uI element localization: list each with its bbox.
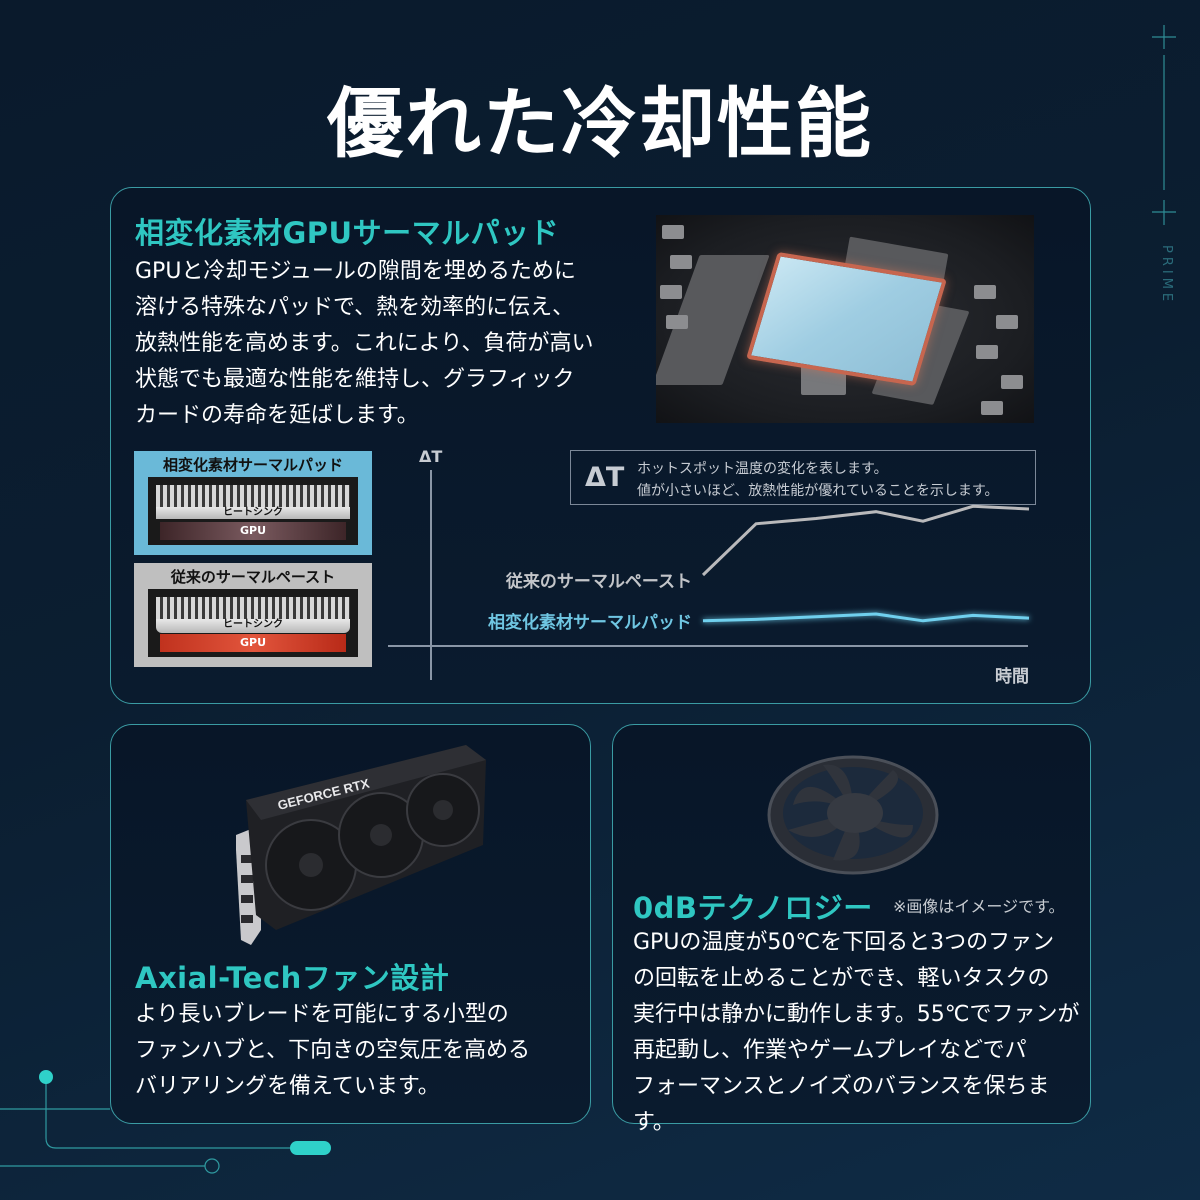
description-line: 再起動し、作業やゲームプレイなどでパ	[633, 1038, 1027, 1063]
heatsink-fins	[156, 597, 350, 619]
fan-photo	[767, 755, 939, 875]
description-line: 放熱性能を高めます。これにより、負荷が高い	[135, 331, 594, 356]
zero-db-heading: 0dBテクノロジー	[633, 891, 873, 925]
line-chart	[701, 504, 1030, 623]
brand-side-label: PRIME	[1159, 245, 1174, 306]
description-line: ファンハブと、下向きの空気圧を高める	[135, 1038, 531, 1063]
description-line: カードの寿命を延ばします。	[135, 403, 419, 428]
crosshair-decoration	[1152, 25, 1176, 225]
thermal-pad-card: 相変化素材GPUサーマルパッド GPUと冷却モジュールの隙間を埋めるために 溶け…	[110, 187, 1091, 704]
description-line: より長いブレードを可能にする小型の	[135, 1002, 509, 1027]
description-line: 状態でも最適な性能を維持し、グラフィック	[135, 367, 575, 392]
description-line: 実行中は静かに動作します。55℃でファンが	[633, 1002, 1080, 1027]
legend-text: ホットスポット温度の変化を表します。	[637, 461, 888, 477]
zero-db-card: 0dBテクノロジー ※画像はイメージです。 GPUの温度が50℃を下回ると3つの…	[612, 724, 1091, 1135]
delta-t-legend: ΔT ホットスポット温度の変化を表します。 値が小さいほど、放熱性能が優れている…	[570, 450, 1036, 505]
heatsink-label: ヒートシンク	[156, 507, 350, 519]
axial-tech-card: GEFORCE RTX Axial-Techファン設計 より長いブレードを可能に…	[110, 724, 591, 1124]
thermal-paste-diagram: 従来のサーマルペースト ヒートシンク GPU	[134, 563, 372, 667]
page-title: 優れた冷却性能	[327, 79, 873, 168]
image-disclaimer: ※画像はイメージです。	[893, 897, 1065, 916]
circuit-decoration	[0, 1070, 331, 1174]
pad-series-line	[702, 612, 1030, 623]
series-label-paste: 従来のサーマルペースト	[505, 572, 692, 592]
description-line: バリアリングを備えています。	[135, 1074, 440, 1099]
axial-tech-heading: Axial-Techファン設計	[135, 961, 450, 995]
description-line: GPUと冷却モジュールの隙間を埋めるために	[135, 259, 576, 284]
x-axis	[388, 645, 1028, 647]
axial-tech-description: より長いブレードを可能にする小型の ファンハブと、下向きの空気圧を高める バリア…	[135, 997, 575, 1105]
paste-series-line	[701, 504, 1030, 577]
x-axis-label: 時間	[995, 667, 1029, 687]
diagram-title: 相変化素材サーマルパッド	[162, 456, 343, 474]
gpu-die-photo	[656, 215, 1034, 423]
description-line: フォーマンスとノイズのバランスを保ちます。	[633, 1074, 1050, 1135]
y-axis-label: ΔT	[419, 447, 443, 466]
gpu-label: GPU	[160, 522, 346, 540]
zero-db-description: GPUの温度が50℃を下回ると3つのファン の回転を止めることができ、軽いタスク…	[633, 925, 1083, 1141]
description-line: 溶ける特殊なパッドで、熱を効率的に伝え、	[135, 295, 575, 320]
thermal-pad-heading: 相変化素材GPUサーマルパッド	[135, 216, 560, 250]
thermal-pad-description: GPUと冷却モジュールの隙間を埋めるために 溶ける特殊なパッドで、熱を効率的に伝…	[135, 254, 635, 434]
series-label-pad: 相変化素材サーマルパッド	[488, 613, 692, 633]
description-line: GPUの温度が50℃を下回ると3つのファン	[633, 930, 1055, 955]
gpu-label: GPU	[160, 634, 346, 652]
graphics-card-photo: GEFORCE RTX	[236, 745, 486, 945]
description-line: の回転を止めることができ、軽いタスクの	[633, 966, 1050, 991]
legend-text: 値が小さいほど、放熱性能が優れていることを示します。	[637, 483, 999, 499]
delta-t-symbol: ΔT	[585, 462, 625, 493]
heatsink-label: ヒートシンク	[156, 619, 350, 633]
diagram-title: 従来のサーマルペースト	[170, 568, 336, 586]
y-axis	[430, 470, 432, 680]
thermal-pad-diagram: 相変化素材サーマルパッド ヒートシンク GPU	[134, 451, 372, 555]
heatsink-fins	[156, 485, 350, 507]
